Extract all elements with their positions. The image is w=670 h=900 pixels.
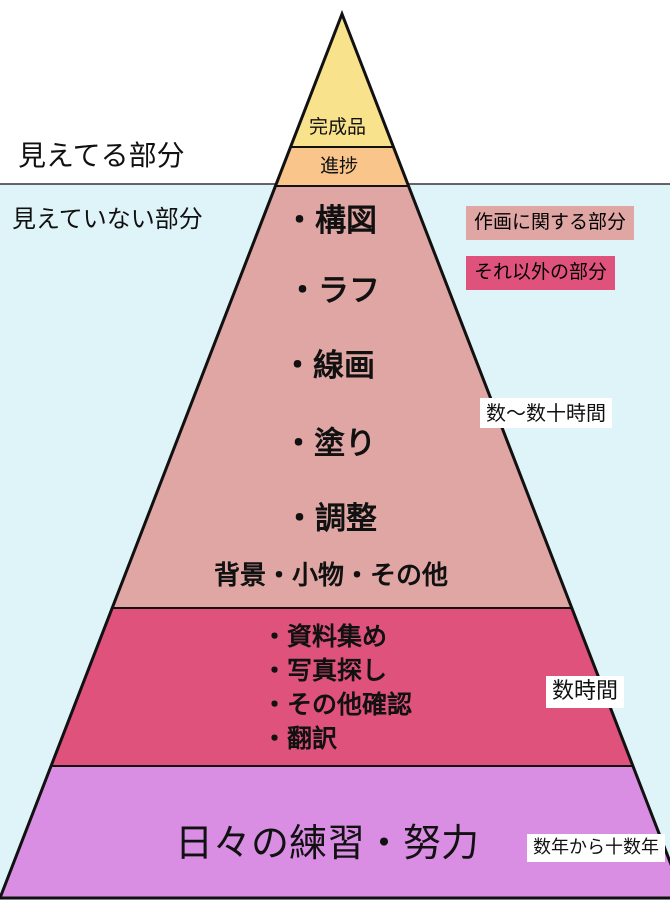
item-coloring: ・塗り xyxy=(283,426,376,462)
item-translation: ・翻訳 xyxy=(262,724,338,753)
duration-base: 数年から十数年 xyxy=(527,834,665,862)
item-line-art: ・線画 xyxy=(282,348,375,384)
hidden-part-label: 見えていない部分 xyxy=(12,205,203,233)
item-rough-sketch: ・ラフ xyxy=(287,273,380,309)
item-gather-materials: ・資料集め xyxy=(262,622,388,651)
visible-part-label: 見えてる部分 xyxy=(18,139,185,172)
duration-drawing: 数～数十時間 xyxy=(480,398,612,428)
legend-other-parts: それ以外の部分 xyxy=(466,256,616,290)
daily-practice-label: 日々の練習・努力 xyxy=(175,821,480,865)
item-composition: ・構図 xyxy=(284,203,377,239)
legend-drawing-related: 作画に関する部分 xyxy=(466,206,635,240)
item-search-photos: ・写真探し xyxy=(262,656,388,685)
progress-label: 進捗 xyxy=(320,155,359,177)
finished-product-label: 完成品 xyxy=(309,116,367,138)
item-background-props-other: 背景・小物・その他 xyxy=(214,561,449,591)
item-adjustment: ・調整 xyxy=(284,501,377,537)
duration-research: 数時間 xyxy=(546,676,625,709)
pyramid-outline xyxy=(0,9,670,900)
item-other-checks: ・その他確認 xyxy=(262,690,413,719)
